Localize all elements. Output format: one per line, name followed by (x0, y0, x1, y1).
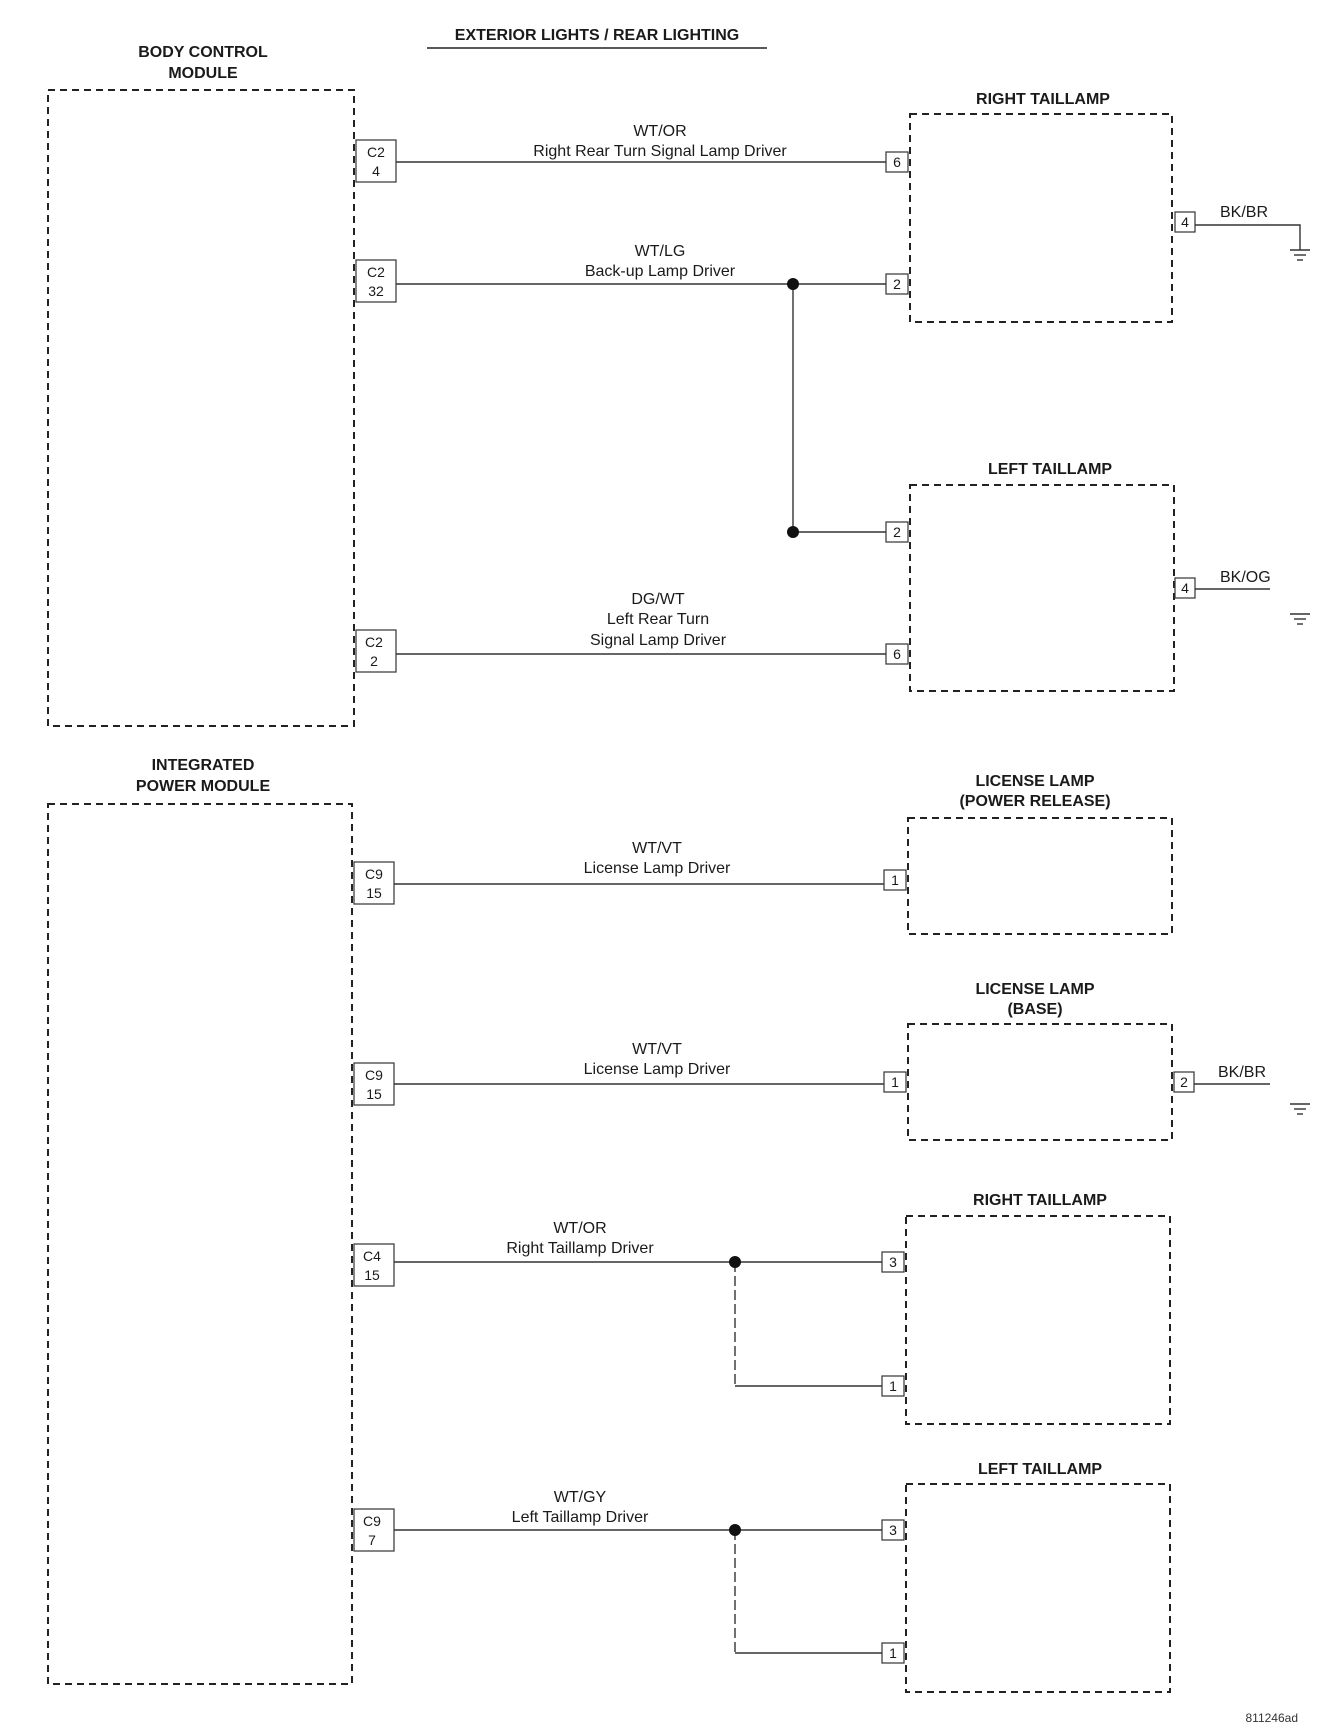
license-lamp-pr-label-2: (POWER RELEASE) (959, 793, 1110, 810)
svg-text:3: 3 (889, 1254, 897, 1270)
svg-text:WT/GY: WT/GY (554, 1489, 607, 1506)
wire-right-taillamp-driver: WT/OR Right Taillamp Driver (394, 1220, 882, 1387)
svg-text:C9: C9 (363, 1513, 381, 1529)
ground-right-taillamp-1: 4 BK/BR (1174, 204, 1310, 261)
license-lamp-base-box (907, 1023, 1173, 1141)
svg-text:15: 15 (366, 885, 382, 901)
pin-right-taillamp-2-b: 1 (881, 1375, 905, 1397)
license-lamp-pr-label-1: LICENSE LAMP (975, 773, 1094, 790)
wire-license-lamp-base: WT/VT License Lamp Driver (394, 1041, 884, 1085)
svg-text:4: 4 (1181, 580, 1189, 596)
body-control-module-box (47, 89, 355, 727)
connector-ipm-c4-15: C4 15 (353, 1243, 395, 1287)
svg-text:Left Taillamp Driver: Left Taillamp Driver (512, 1509, 649, 1526)
svg-text:15: 15 (364, 1267, 380, 1283)
svg-text:BK/BR: BK/BR (1220, 204, 1268, 221)
connector-ipm-c9-15-a: C9 15 (353, 861, 395, 905)
pin-left-taillamp-2-b: 1 (881, 1642, 905, 1664)
svg-text:BK/OG: BK/OG (1220, 569, 1271, 586)
pin-license-lamp-base: 1 (883, 1071, 907, 1093)
diagram-title: EXTERIOR LIGHTS / REAR LIGHTING (455, 27, 739, 44)
right-taillamp-label-2: RIGHT TAILLAMP (973, 1192, 1107, 1209)
svg-text:1: 1 (891, 872, 899, 888)
license-lamp-base-label-1: LICENSE LAMP (975, 981, 1094, 998)
pin-right-taillamp-turn: 6 (885, 151, 909, 173)
pin-right-taillamp-2-a: 3 (881, 1251, 905, 1273)
wire-left-rear-turn: DG/WT Left Rear Turn Signal Lamp Driver (396, 591, 886, 655)
integrated-power-module-box (47, 803, 353, 1685)
svg-text:7: 7 (368, 1532, 376, 1548)
svg-text:C2: C2 (365, 634, 383, 650)
license-lamp-base-label-2: (BASE) (1007, 1001, 1062, 1018)
license-lamp-pr-box (907, 817, 1173, 935)
bcm-label-line1: BODY CONTROL (138, 44, 268, 61)
pin-left-taillamp-2-a: 3 (881, 1519, 905, 1541)
pin-right-taillamp-backup: 2 (885, 273, 909, 295)
svg-text:15: 15 (366, 1086, 382, 1102)
figure-code: 811246ad (1246, 1711, 1299, 1725)
left-taillamp-label-2: LEFT TAILLAMP (978, 1461, 1102, 1478)
connector-bcm-c2-4: C2 4 (355, 139, 397, 183)
ipm-label-line1: INTEGRATED (152, 757, 255, 774)
svg-text:C9: C9 (365, 1067, 383, 1083)
pin-license-lamp-pr: 1 (883, 869, 907, 891)
svg-text:C9: C9 (365, 866, 383, 882)
right-taillamp-box-1 (909, 113, 1173, 323)
svg-text:License Lamp Driver: License Lamp Driver (584, 1061, 731, 1078)
ground-license-lamp-base: 2 BK/BR (1173, 1064, 1310, 1115)
svg-text:4: 4 (372, 163, 380, 179)
svg-text:WT/OR: WT/OR (553, 1220, 606, 1237)
wire-right-rear-turn: WT/OR Right Rear Turn Signal Lamp Driver (396, 123, 886, 163)
svg-text:License Lamp Driver: License Lamp Driver (584, 860, 731, 877)
svg-text:BK/BR: BK/BR (1218, 1064, 1266, 1081)
svg-text:DG/WT: DG/WT (631, 591, 685, 608)
ipm-label-line2: POWER MODULE (136, 778, 271, 795)
svg-text:32: 32 (368, 283, 384, 299)
svg-text:1: 1 (889, 1645, 897, 1661)
connector-ipm-c9-7: C9 7 (353, 1508, 395, 1552)
left-taillamp-box-2 (905, 1483, 1171, 1693)
svg-text:C4: C4 (363, 1248, 381, 1264)
svg-text:C2: C2 (367, 144, 385, 160)
svg-text:C2: C2 (367, 264, 385, 280)
svg-text:1: 1 (891, 1074, 899, 1090)
bcm-label-line2: MODULE (168, 65, 238, 82)
svg-text:2: 2 (893, 276, 901, 292)
svg-text:WT/VT: WT/VT (632, 1041, 682, 1058)
connector-ipm-c9-15-b: C9 15 (353, 1062, 395, 1106)
svg-text:4: 4 (1181, 214, 1189, 230)
svg-text:Left Rear Turn: Left Rear Turn (607, 611, 709, 628)
ground-left-taillamp-1: 4 BK/OG (1174, 569, 1310, 625)
wire-left-taillamp-driver: WT/GY Left Taillamp Driver (394, 1489, 882, 1654)
right-taillamp-box-2 (905, 1215, 1171, 1425)
svg-text:3: 3 (889, 1522, 897, 1538)
connector-bcm-c2-32: C2 32 (355, 259, 397, 303)
pin-left-taillamp-backup: 2 (885, 521, 909, 543)
svg-text:1: 1 (889, 1378, 897, 1394)
left-taillamp-box-1 (909, 484, 1175, 692)
svg-text:2: 2 (1180, 1074, 1188, 1090)
connector-bcm-c2-2: C2 2 (355, 629, 397, 673)
svg-text:Back-up Lamp Driver: Back-up Lamp Driver (585, 263, 736, 280)
svg-text:6: 6 (893, 154, 901, 170)
pin-left-taillamp-turn: 6 (885, 643, 909, 665)
svg-text:2: 2 (893, 524, 901, 540)
svg-text:Right Taillamp Driver: Right Taillamp Driver (506, 1240, 654, 1257)
wire-backup-lamp: WT/LG Back-up Lamp Driver (396, 243, 886, 538)
svg-text:WT/VT: WT/VT (632, 840, 682, 857)
wire-license-lamp-pr: WT/VT License Lamp Driver (394, 840, 884, 885)
svg-text:Signal Lamp Driver: Signal Lamp Driver (590, 632, 727, 649)
right-taillamp-label-1: RIGHT TAILLAMP (976, 91, 1110, 108)
left-taillamp-label-1: LEFT TAILLAMP (988, 461, 1112, 478)
svg-text:2: 2 (370, 653, 378, 669)
svg-text:6: 6 (893, 646, 901, 662)
svg-text:WT/LG: WT/LG (635, 243, 686, 260)
svg-text:WT/OR: WT/OR (633, 123, 686, 140)
svg-text:Right Rear Turn Signal Lamp Dr: Right Rear Turn Signal Lamp Driver (533, 143, 787, 160)
